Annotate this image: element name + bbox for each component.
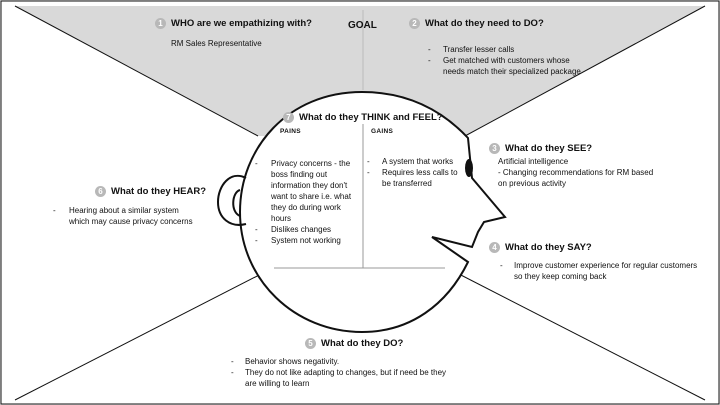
see-heading: 3 What do they SEE? (489, 143, 592, 154)
pains-item-1-line-3: information they don't (271, 181, 348, 190)
say-heading: 4 What do they SAY? (489, 242, 592, 253)
goal-label: GOAL (348, 20, 377, 31)
pains-item-3: System not working (271, 236, 341, 245)
need-to-do-bullet-2: - (428, 56, 431, 65)
step-1-badge: 1 (155, 18, 166, 29)
say-title: What do they SAY? (505, 242, 592, 253)
hear-bullet-1: - (53, 206, 56, 215)
does-item-2: They do not like adapting to changes, bu… (245, 368, 447, 377)
say-bullet-1: - (500, 261, 503, 270)
think-title: What do they THINK and FEEL? (299, 112, 443, 123)
step-3-badge: 3 (489, 143, 500, 154)
step-2-badge: 2 (409, 18, 420, 29)
who-text: RM Sales Representative (171, 39, 262, 48)
step-7-badge: 7 (283, 112, 294, 123)
gains-label: GAINS (371, 128, 394, 135)
pains-item-2: Dislikes changes (271, 225, 332, 234)
need-to-do-heading: 2 What do they need to DO? (409, 18, 544, 29)
pains-item-1-line-5: they do during work (271, 203, 341, 212)
pains-bullet-3: - (255, 236, 258, 245)
think-heading: 7 What do they THINK and FEEL? (283, 112, 443, 123)
step-5-badge: 5 (305, 338, 316, 349)
pains-bullet-1: - (255, 159, 258, 168)
who-title: WHO are we empathizing with? (171, 18, 312, 29)
diagonal-bottom-right (454, 271, 706, 401)
diagonal-top-right (464, 5, 706, 137)
does-bullet-2: - (231, 368, 234, 377)
pains-bullet-2: - (255, 225, 258, 234)
gains-item-2-line-2: be transferred (382, 179, 432, 188)
see-line-3: on previous activity (498, 179, 567, 188)
who-heading: 1 WHO are we empathizing with? (155, 18, 312, 29)
gains-item-2-line-1: Requires less calls to (382, 168, 458, 177)
see-line-2: - Changing recommendations for RM based (498, 168, 654, 177)
need-to-do-item-1: Transfer lesser calls (443, 45, 515, 54)
head-outline (238, 90, 507, 334)
step-4-badge: 4 (489, 242, 500, 253)
say-item-1: Improve customer experience for regular … (514, 261, 698, 270)
need-to-do-item-3: needs match their specialized package (443, 67, 581, 76)
goal-zone (15, 6, 705, 136)
say-item-2: so they keep coming back (514, 272, 607, 281)
hear-item-1: Hearing about a similar system (69, 206, 179, 215)
ear (216, 175, 247, 226)
does-heading: 5 What do they DO? (305, 338, 403, 349)
need-to-do-bullet-1: - (428, 45, 431, 54)
diagonal-bottom-left (14, 271, 266, 401)
hear-title: What do they HEAR? (111, 186, 206, 197)
diagonal-top-left (14, 5, 259, 137)
does-item-1: Behavior shows negativity. (245, 357, 340, 366)
does-bullet-1: - (231, 357, 234, 366)
pains-label: PAINS (280, 128, 301, 135)
need-to-do-title: What do they need to DO? (425, 18, 544, 29)
ear-inner (232, 189, 241, 217)
see-line-1: Artificial intelligence (498, 157, 569, 166)
pains-item-1-line-2: boss finding out (271, 170, 328, 179)
hear-item-2: which may cause privacy concerns (69, 217, 193, 226)
pains-item-1-line-4: want to share i.e. what (271, 192, 352, 201)
gains-bullet-2: - (367, 168, 370, 177)
see-title: What do they SEE? (505, 143, 593, 154)
step-6-badge: 6 (95, 186, 106, 197)
gains-item-1: A system that works (382, 157, 454, 166)
need-to-do-item-2: Get matched with customers whose (443, 56, 570, 65)
does-title: What do they DO? (321, 338, 404, 349)
does-item-3: are willing to learn (245, 379, 310, 388)
gains-bullet-1: - (367, 157, 370, 166)
eye (465, 159, 473, 177)
pains-item-1-line-6: hours (271, 214, 292, 223)
hear-heading: 6 What do they HEAR? (95, 186, 206, 197)
pains-item-1-line-1: Privacy concerns - the (271, 159, 351, 168)
